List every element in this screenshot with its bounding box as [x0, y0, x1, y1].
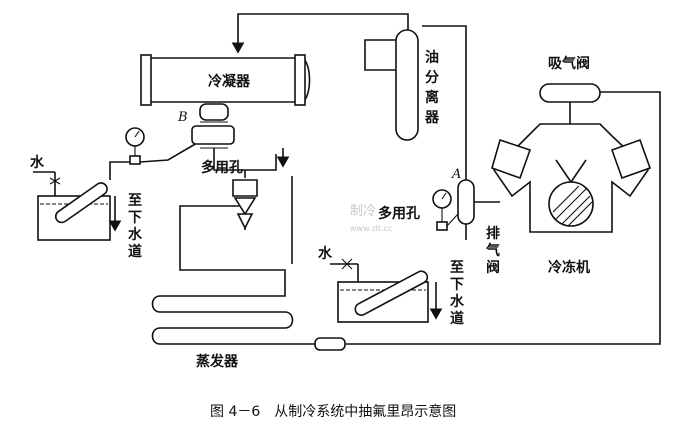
drain-label-2-a: 至 — [450, 260, 464, 276]
oil-sep-label-1: 油 — [425, 49, 439, 66]
water-label-2: 水 — [318, 245, 333, 262]
drain-label-1-a: 至 — [128, 193, 142, 209]
oil-sep-label-3: 离 — [425, 89, 439, 106]
pressure-gauge-2: 多用孔 — [378, 189, 459, 231]
water-label-1: 水 — [30, 154, 45, 171]
cooling-tank-1: 水 至 下 水 道 — [30, 154, 143, 260]
discharge-valve-a: A 排 气 阀 — [451, 167, 500, 276]
figure-caption: 图 4－6 从制冷系统中抽氟里昂示意图 — [210, 403, 456, 420]
point-a-label: A — [451, 167, 461, 182]
multi-port-b: B 多用孔 — [177, 110, 243, 176]
discharge-label-1: 排 — [486, 225, 500, 242]
watermark-text-2: www.zlt.cc — [350, 224, 392, 233]
expansion-valve — [232, 179, 258, 230]
drain-label-1-c: 水 — [128, 226, 143, 243]
multi-port-label-1: 多用孔 — [201, 159, 243, 176]
oil-separator: 油 分 离 器 — [395, 29, 440, 141]
watermark: 制冷 www.zlt.cc — [350, 204, 392, 233]
cooling-tank-2: 水 至 下 水 道 — [318, 245, 465, 327]
drain-label-2-c: 水 — [450, 293, 465, 310]
multi-port-label-2: 多用孔 — [378, 205, 420, 222]
drain-label-1-b: 下 — [128, 210, 142, 226]
drain-label-1-d: 道 — [128, 243, 142, 260]
discharge-label-3: 阀 — [486, 259, 500, 276]
oil-sep-label-2: 分 — [425, 70, 439, 86]
condenser-label: 冷凝器 — [208, 73, 251, 90]
condenser: 冷凝器 — [140, 54, 311, 106]
suction-valve-label: 吸气阀 — [548, 55, 590, 72]
pressure-gauge-1 — [125, 127, 145, 165]
drain-label-2-d: 道 — [450, 310, 464, 327]
evaporator-label: 蒸发器 — [196, 353, 239, 370]
point-b-label: B — [177, 110, 188, 125]
receiver — [199, 103, 229, 121]
suction-valve: 吸气阀 — [539, 55, 601, 124]
watermark-text-1: 制冷 — [350, 204, 376, 219]
compressor-label: 冷冻机 — [548, 259, 590, 276]
evaporator: 蒸发器 — [196, 337, 346, 370]
discharge-label-2: 气 — [485, 242, 500, 259]
oil-sep-label-4: 器 — [424, 110, 440, 126]
compressor: 冷冻机 — [491, 123, 652, 276]
drain-label-2-b: 下 — [450, 277, 464, 293]
